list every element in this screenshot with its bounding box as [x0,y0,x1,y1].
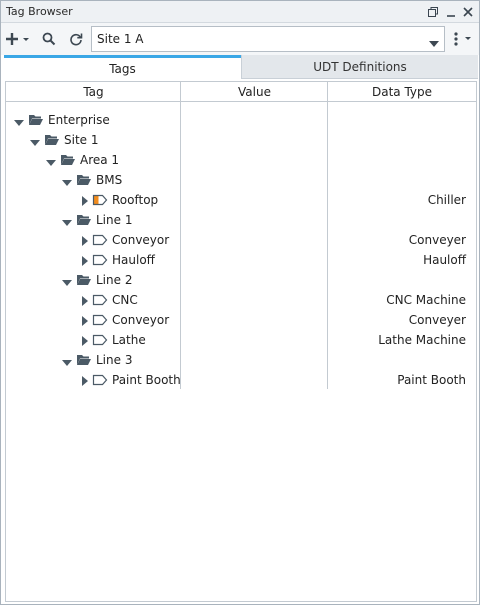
tree-row[interactable]: CNC CNC Machine [6,290,476,310]
tree-row[interactable]: Paint Booth Paint Booth [6,370,476,390]
tree-row-label: Paint Booth [112,373,181,387]
tree-row[interactable]: Rooftop Chiller [6,190,476,210]
chevron-down-icon [429,36,439,50]
column-header-tag[interactable]: Tag [83,84,104,99]
folder-open-icon [76,213,92,227]
folder-open-icon [76,353,92,367]
refresh-button[interactable] [65,28,87,50]
collapse-arrow-icon[interactable] [62,276,72,290]
tab-bar: Tags UDT Definitions [4,55,478,79]
table-header: Tag Value Data Type [6,82,476,102]
refresh-icon [70,33,83,46]
collapse-arrow-icon[interactable] [30,136,40,150]
tree-row[interactable]: Lathe Lathe Machine [6,330,476,350]
expand-arrow-icon[interactable] [82,235,88,249]
close-icon[interactable] [460,4,476,20]
tree-row-label: Area 1 [80,153,120,167]
tree-row[interactable]: Line 1 [6,210,476,230]
tree-row-data-type: Hauloff [423,253,466,267]
folder-open-icon [28,113,44,127]
tree-row-data-type: Conveyer [408,313,466,327]
more-vertical-icon [454,32,471,46]
collapse-arrow-icon[interactable] [62,356,72,370]
expand-arrow-icon[interactable] [82,315,88,329]
tab-tags[interactable]: Tags [4,55,241,79]
folder-open-icon [60,153,76,167]
undock-icon[interactable] [425,4,441,20]
column-divider[interactable] [180,82,181,389]
tree-row-label: Hauloff [112,253,155,267]
collapse-arrow-icon[interactable] [14,116,24,130]
udt-instance-icon [92,373,108,387]
tree-row-label: CNC [112,293,138,307]
tree-row-data-type: Conveyer [408,233,466,247]
udt-instance-icon [92,313,108,327]
add-tag-button[interactable] [5,28,31,50]
expand-arrow-icon[interactable] [82,255,88,269]
tree-row-data-type: CNC Machine [386,293,466,307]
tree-row[interactable]: Site 1 [6,130,476,150]
minimize-icon[interactable] [443,4,459,20]
tree-row-data-type: Lathe Machine [378,333,466,347]
tree-row-label: Rooftop [112,193,159,207]
tree-row-label: Site 1 [64,133,99,147]
tree-row-label: BMS [96,173,123,187]
expand-arrow-icon[interactable] [82,195,88,209]
udt-instance-icon [92,233,108,247]
folder-open-icon [76,273,92,287]
expand-arrow-icon[interactable] [82,295,88,309]
window-title: Tag Browser [6,5,73,18]
search-icon [42,32,56,46]
tag-provider-dropdown[interactable]: Site 1 A [91,26,445,52]
tree-row[interactable]: Enterprise [6,110,476,130]
folder-open-icon [76,173,92,187]
tree-row[interactable]: Conveyor Conveyer [6,310,476,330]
title-bar: Tag Browser [1,1,479,23]
collapse-arrow-icon[interactable] [62,176,72,190]
expand-arrow-icon[interactable] [82,335,88,349]
udt-instance-icon [92,253,108,267]
collapse-arrow-icon[interactable] [62,216,72,230]
tree-row[interactable]: Hauloff Hauloff [6,250,476,270]
tree-row[interactable]: Line 3 [6,350,476,370]
tree-row-label: Enterprise [48,113,110,127]
expand-arrow-icon[interactable] [82,375,88,389]
tree-row[interactable]: Area 1 [6,150,476,170]
toolbar: Site 1 A [1,23,479,55]
tree-row-label: Lathe [112,333,146,347]
tree-row-label: Conveyor [112,313,170,327]
tree-row[interactable]: BMS [6,170,476,190]
tab-udt-definitions[interactable]: UDT Definitions [241,55,478,79]
search-button[interactable] [39,28,59,50]
tag-provider-value: Site 1 A [97,32,144,46]
collapse-arrow-icon[interactable] [46,156,56,170]
column-header-data-type[interactable]: Data Type [371,84,433,99]
tree-row[interactable]: Conveyor Conveyer [6,230,476,250]
tree-row-label: Line 1 [96,213,133,227]
udt-instance-icon [92,293,108,307]
udt-instance-icon [92,333,108,347]
tree-row-label: Line 3 [96,353,133,367]
tree-row-label: Line 2 [96,273,133,287]
column-header-value[interactable]: Value [238,84,271,99]
udt-instance-warning-icon [92,193,108,207]
tree-row-label: Conveyor [112,233,170,247]
more-options-button[interactable] [449,28,475,50]
column-divider[interactable] [327,82,328,389]
tree-row-data-type: Chiller [427,193,466,207]
tree-row-data-type: Paint Booth [397,373,466,387]
tree-row[interactable]: Line 2 [6,270,476,290]
folder-open-icon [44,133,60,147]
